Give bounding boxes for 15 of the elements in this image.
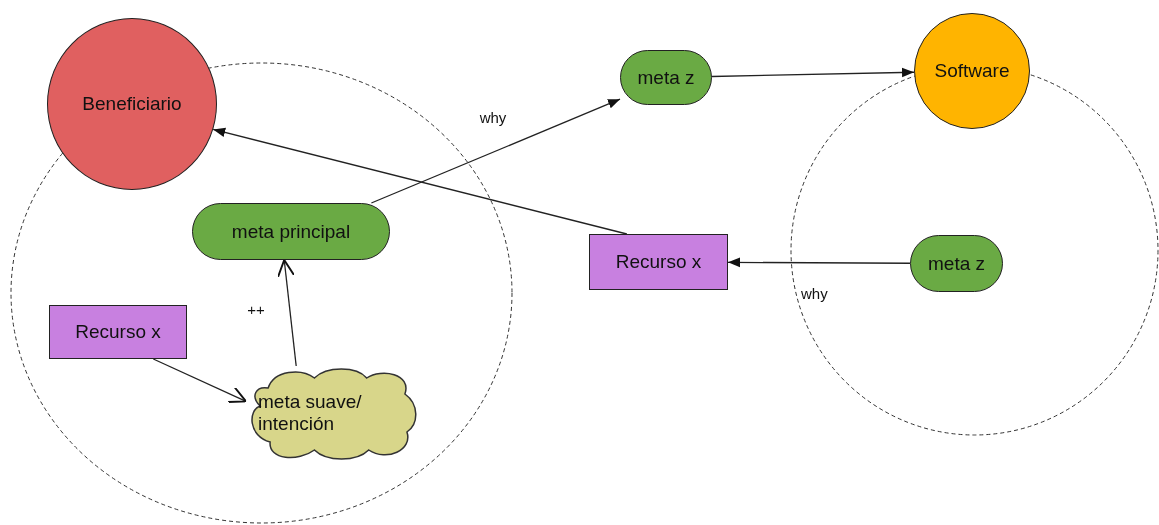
goal-pill: meta z — [910, 235, 1003, 292]
dependency-arrow — [727, 257, 911, 268]
resource-rect: Recurso x — [589, 234, 728, 290]
dependency-arrow — [711, 67, 915, 78]
goal-pill: meta principal — [192, 203, 390, 260]
dependency-arrow — [370, 98, 621, 204]
resource-rect: Recurso x — [49, 305, 187, 359]
goal-pill: meta z — [620, 50, 712, 105]
actor-boundary — [10, 62, 513, 524]
dependency-arrow — [152, 358, 247, 403]
actor-circle: Beneficiario — [47, 18, 217, 190]
dependency-arrow — [277, 259, 297, 367]
dependency-arrow — [212, 127, 628, 235]
actor-circle: Software — [914, 13, 1030, 129]
edge-label: why — [477, 109, 509, 127]
